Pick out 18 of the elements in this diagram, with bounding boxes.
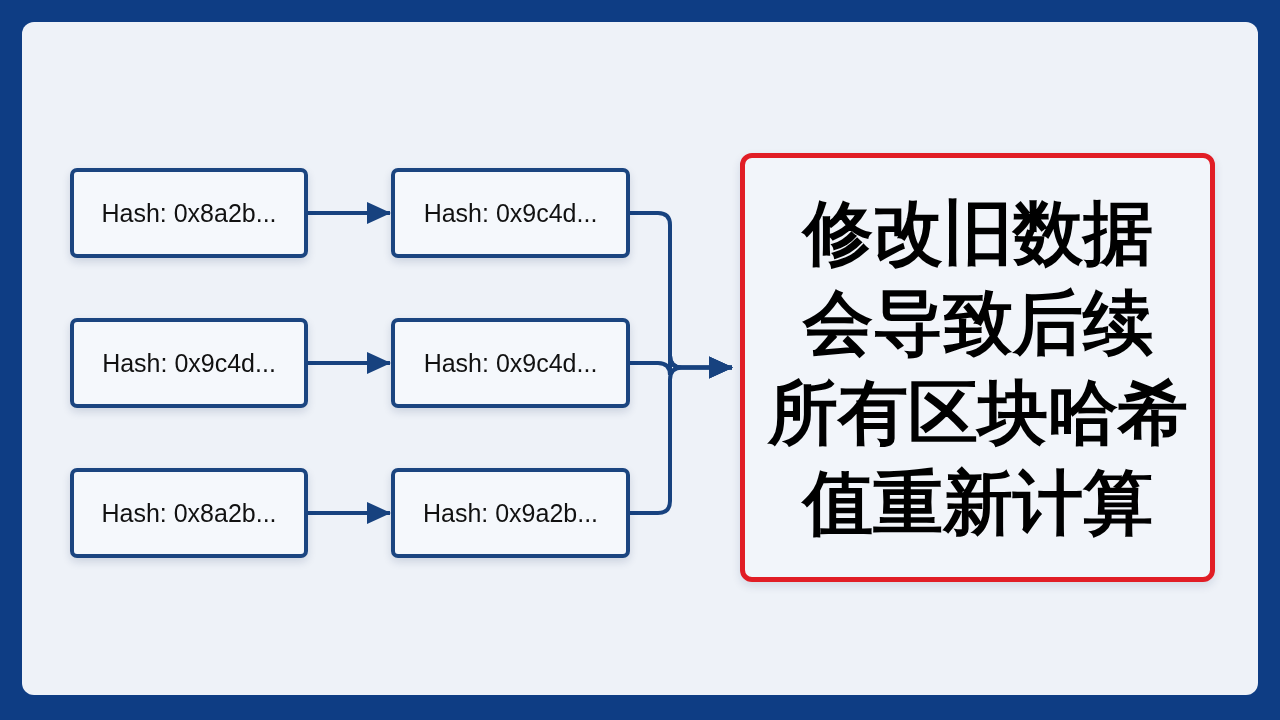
warning-box [740,153,1215,582]
warning-text: 修改旧数据会导致后续所有区块哈希值重新计算 [767,190,1188,546]
arrow [308,352,391,374]
hash-box [70,468,308,558]
hash-text: Hash: 0x9c4d... [423,198,598,228]
hash-box [70,318,308,408]
arrow [630,356,733,515]
arrow [308,202,391,224]
hash-text: Hash: 0x9c4d... [102,348,276,378]
hash-text: Hash: 0x9a2b... [422,498,599,528]
hash-text: Hash: 0x8a2b... [101,198,277,228]
hash-box [70,168,308,258]
hash-text: Hash: 0x8a2b... [101,498,277,528]
hash-text: Hash: 0x9c4d... [423,348,598,378]
hash-box [391,318,630,408]
hash-box [391,168,630,258]
arrow [308,502,391,524]
hash-box [391,468,630,558]
